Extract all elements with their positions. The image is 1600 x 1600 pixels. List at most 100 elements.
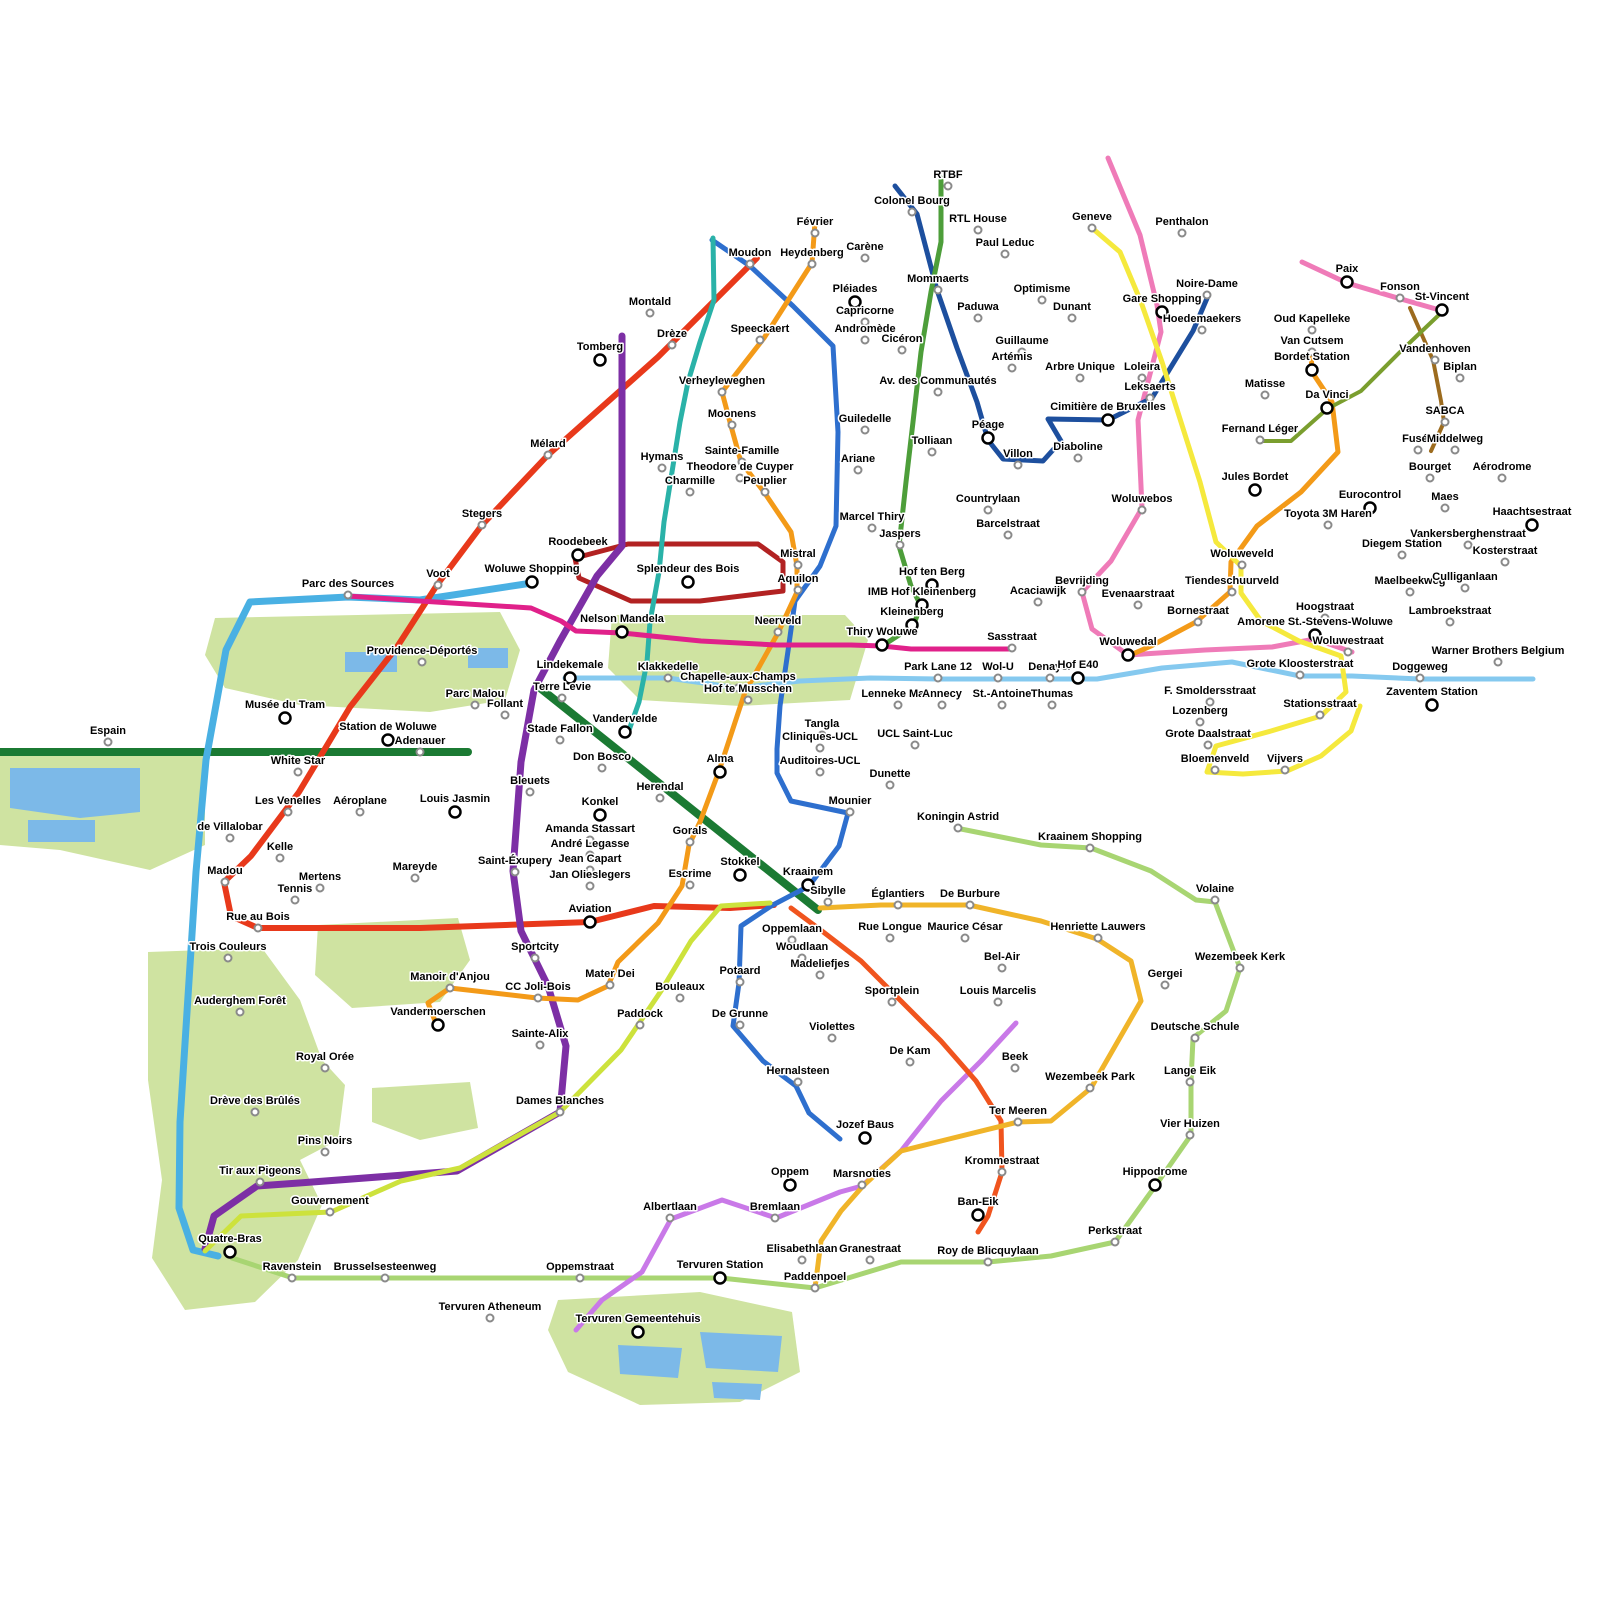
station-stade-fallon[interactable] [555, 735, 565, 745]
station-eurocontrol[interactable] [1363, 501, 1377, 515]
station-mater-dei[interactable] [605, 980, 615, 990]
station-saint-xupery[interactable] [510, 867, 520, 877]
station-de-grunne[interactable] [735, 1020, 745, 1030]
station-rtbf[interactable] [943, 181, 953, 191]
station-amanda-stassart[interactable] [585, 835, 595, 845]
station-stegers[interactable] [477, 520, 487, 530]
station-klakkedelle[interactable] [663, 673, 673, 683]
station-colonel-bourg[interactable] [907, 207, 917, 217]
station-hof-e40[interactable] [1071, 671, 1085, 685]
station-haachtsestraat[interactable] [1525, 518, 1539, 532]
station-tiendeschuurveld[interactable] [1227, 587, 1237, 597]
station-potaard[interactable] [735, 977, 745, 987]
station-verheyleweghen[interactable] [717, 387, 727, 397]
station-culliganlaan[interactable] [1460, 583, 1470, 593]
station-van-cutsem[interactable] [1307, 347, 1317, 357]
station-aquilon[interactable] [793, 585, 803, 595]
station-jozef-baus[interactable] [858, 1131, 872, 1145]
station-deutsche-schule[interactable] [1190, 1033, 1200, 1043]
station-koningin-astrid[interactable] [953, 823, 963, 833]
station-oppem[interactable] [783, 1178, 797, 1192]
station-chapelle-aux-champs[interactable] [733, 683, 743, 693]
station-kraainem[interactable] [801, 878, 815, 892]
station-tennis[interactable] [290, 895, 300, 905]
station-albertlaan[interactable] [665, 1213, 675, 1223]
station-dr-ve-des-br-l-s[interactable] [250, 1107, 260, 1117]
station-sainte-famille[interactable] [737, 457, 747, 467]
station-krommestraat[interactable] [997, 1167, 1007, 1177]
station-louis-marcelis[interactable] [993, 997, 1003, 1007]
station-tomberg[interactable] [593, 353, 607, 367]
station-auditoires-ucl[interactable] [815, 767, 825, 777]
station-da-vinci[interactable] [1320, 401, 1334, 415]
station-leksaerts[interactable] [1145, 393, 1155, 403]
station-auderghem-for-t[interactable] [235, 1007, 245, 1017]
station-trois-couleurs[interactable] [223, 953, 233, 963]
station-splendeur-des-bois[interactable] [681, 575, 695, 589]
station-st-vincent[interactable] [1435, 303, 1449, 317]
station-denayer[interactable] [1045, 673, 1055, 683]
station-station-de-woluwe[interactable] [381, 733, 395, 747]
station-tolliaan[interactable] [927, 447, 937, 457]
station-theodore-de-cuyper[interactable] [735, 473, 745, 483]
station-woudlaan[interactable] [797, 953, 807, 963]
station-matisse[interactable] [1260, 390, 1270, 400]
station-parc-des-sources[interactable] [343, 590, 353, 600]
station-f-smoldersstraat[interactable] [1205, 697, 1215, 707]
station-evenaarstraat[interactable] [1133, 600, 1143, 610]
station-marcel-thiry[interactable] [867, 523, 877, 533]
station-p-age[interactable] [981, 431, 995, 445]
station-kraainem-shopping[interactable] [1085, 843, 1095, 853]
station-androm-de[interactable] [860, 335, 870, 345]
station-bordet-station[interactable] [1305, 363, 1319, 377]
station-perkstraat[interactable] [1110, 1237, 1120, 1247]
station-guillaume[interactable] [1017, 347, 1027, 357]
station-wezembeek-kerk[interactable] [1235, 963, 1245, 973]
station-kelle[interactable] [275, 853, 285, 863]
station-sportplein[interactable] [887, 997, 897, 1007]
station-bevrijding[interactable] [1077, 587, 1087, 597]
station-woluwedal[interactable] [1121, 648, 1135, 662]
station-gouvernement[interactable] [325, 1207, 335, 1217]
station-granestraat[interactable] [865, 1255, 875, 1265]
station-roodebeek[interactable] [571, 548, 585, 562]
station-f-vrier[interactable] [810, 228, 820, 238]
station-speeckaert[interactable] [755, 335, 765, 345]
station-stokkel[interactable] [733, 868, 747, 882]
station-maes[interactable] [1440, 503, 1450, 513]
station-manoir-d-anjou[interactable] [445, 983, 455, 993]
station-hof-te-musschen[interactable] [743, 695, 753, 705]
station-montald[interactable] [645, 308, 655, 318]
station-sainte-alix[interactable] [535, 1040, 545, 1050]
station-ravenstein[interactable] [287, 1273, 297, 1283]
station-thumas[interactable] [1047, 700, 1057, 710]
station-don-bosco[interactable] [597, 763, 607, 773]
station-lambroekstraat[interactable] [1445, 617, 1455, 627]
station-bloemenveld[interactable] [1210, 765, 1220, 775]
station-lindekemale[interactable] [563, 671, 577, 685]
station-de-burbure[interactable] [965, 900, 975, 910]
station-stationsstraat[interactable] [1315, 710, 1325, 720]
station-quatre-bras[interactable] [223, 1245, 237, 1259]
station-bourget[interactable] [1425, 473, 1435, 483]
station-fernand-l-ger[interactable] [1255, 435, 1265, 445]
station-warner-brothers-belgium[interactable] [1493, 657, 1503, 667]
station-voot[interactable] [433, 580, 443, 590]
station-middelweg[interactable] [1450, 445, 1460, 455]
station-hoedemaekers[interactable] [1197, 325, 1207, 335]
station-ban-eik[interactable] [971, 1208, 985, 1222]
station-paul-leduc[interactable] [1000, 249, 1010, 259]
station-m-lard[interactable] [543, 450, 553, 460]
station-peuplier[interactable] [760, 487, 770, 497]
station-villon[interactable] [1013, 460, 1023, 470]
station-biplan[interactable] [1455, 373, 1465, 383]
station-mounier[interactable] [845, 807, 855, 817]
station-cc-joli-bois[interactable] [533, 993, 543, 1003]
station-woluwe-shopping[interactable] [525, 575, 539, 589]
station-a-rodrome[interactable] [1497, 473, 1507, 483]
station-henriette-lauwers[interactable] [1093, 933, 1103, 943]
station-pins-noirs[interactable] [320, 1147, 330, 1157]
station-neerveld[interactable] [773, 627, 783, 637]
station-rue-au-bois[interactable] [253, 923, 263, 933]
station-roy-de-blicquylaan[interactable] [983, 1257, 993, 1267]
